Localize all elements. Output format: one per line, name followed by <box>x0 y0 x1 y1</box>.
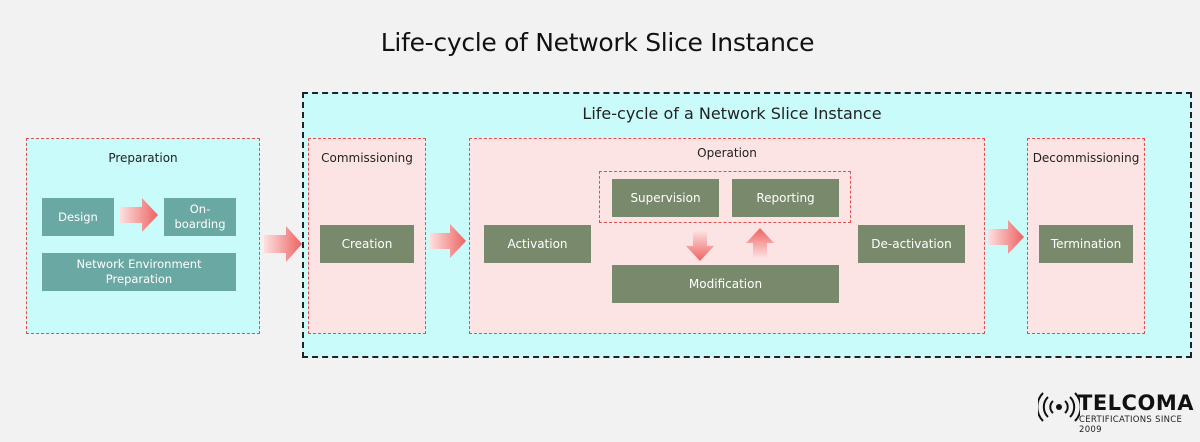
supervision-reporting-group <box>599 171 851 223</box>
page-title: Life-cycle of Network Slice Instance <box>380 28 815 57</box>
logo-name: TELCOMA <box>1078 391 1194 415</box>
modification-node: Modification <box>612 265 839 303</box>
decommissioning-label: Decommissioning <box>1032 151 1140 165</box>
supervision-to-modification-arrow <box>686 231 714 261</box>
supervision-node: Supervision <box>612 179 719 217</box>
termination-node: Termination <box>1039 225 1133 263</box>
operation-to-decommissioning-arrow <box>988 220 1024 254</box>
lifecycle-container-title: Life-cycle of a Network Slice Instance <box>582 104 882 123</box>
onboarding-node: On- boarding <box>164 198 236 236</box>
preparation-to-commissioning-arrow <box>264 226 302 262</box>
preparation-label: Preparation <box>108 151 178 165</box>
network-environment-node: Network Environment Preparation <box>42 253 236 291</box>
commissioning-label: Commissioning <box>321 151 413 165</box>
logo-tagline: CERTIFICATIONS SINCE 2009 <box>1079 415 1183 435</box>
design-node: Design <box>42 198 114 236</box>
operation-label: Operation <box>697 146 757 160</box>
deactivation-node: De-activation <box>858 225 965 263</box>
commissioning-to-operation-arrow <box>430 224 466 258</box>
design-to-onboarding-arrow <box>120 198 158 232</box>
modification-to-reporting-arrow <box>746 228 774 258</box>
preparation-box <box>26 138 260 334</box>
creation-node: Creation <box>320 225 414 263</box>
activation-node: Activation <box>484 225 591 263</box>
broadcast-logo-icon <box>1038 392 1080 422</box>
reporting-node: Reporting <box>732 179 839 217</box>
